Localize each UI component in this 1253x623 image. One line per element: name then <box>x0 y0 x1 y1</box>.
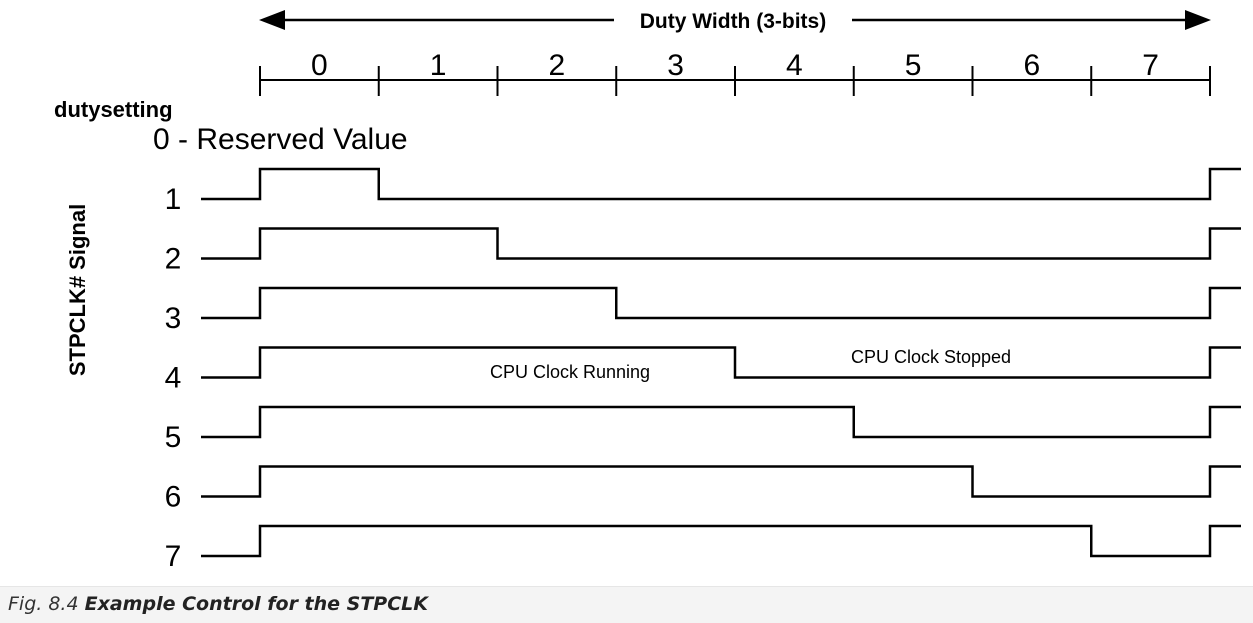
row-label-7: 7 <box>165 540 182 573</box>
column-label-6: 6 <box>1024 49 1041 82</box>
column-label-2: 2 <box>549 49 566 82</box>
reserved-value-label: 0 - Reserved Value <box>153 123 408 156</box>
column-label-0: 0 <box>311 49 328 82</box>
cpu-clock-stopped-label: CPU Clock Stopped <box>851 347 1011 367</box>
figure-number: Fig. 8.4 <box>8 593 79 615</box>
scale-ticks <box>259 66 1211 96</box>
arrow-right-head <box>1185 10 1211 30</box>
stpclk-signal-axis-title: STPCLK# Signal <box>65 204 90 376</box>
waveform-row-7 <box>201 524 1241 558</box>
dutysetting-label: dutysetting <box>54 97 173 122</box>
row-label-2: 2 <box>165 243 182 276</box>
waveforms <box>201 167 1241 558</box>
figure-caption: Fig. 8.4 Example Control for the STPCLK <box>0 586 1253 623</box>
arrow-left-head <box>259 10 285 30</box>
waveform-row-6 <box>201 465 1241 498</box>
column-label-3: 3 <box>667 49 684 82</box>
waveform-row-3 <box>201 286 1241 320</box>
stpclk-timing-diagram: Duty Width (3-bits) 0 1 2 3 4 5 6 7 dutysetting… <box>54 10 1241 573</box>
row-label-4: 4 <box>165 362 182 395</box>
row-labels: 1 2 3 4 5 6 7 <box>165 183 182 573</box>
column-scale: 0 1 2 3 4 5 6 7 <box>259 49 1211 96</box>
duty-width-arrow: Duty Width (3-bits) <box>259 10 1211 33</box>
row-label-6: 6 <box>165 481 182 514</box>
column-label-4: 4 <box>786 49 803 82</box>
row-label-5: 5 <box>165 421 182 454</box>
cpu-clock-running-label: CPU Clock Running <box>490 362 650 382</box>
waveform-row-2 <box>201 227 1241 260</box>
waveform-row-5 <box>201 405 1241 439</box>
waveform-row-1 <box>201 167 1241 201</box>
scale-labels: 0 1 2 3 4 5 6 7 <box>311 49 1159 82</box>
waveform-row-4 <box>201 346 1241 379</box>
duty-width-label: Duty Width (3-bits) <box>640 10 826 33</box>
column-label-7: 7 <box>1142 49 1159 82</box>
row-label-1: 1 <box>165 183 182 216</box>
column-label-5: 5 <box>905 49 922 82</box>
row-label-3: 3 <box>165 302 182 335</box>
figure-title: Example Control for the STPCLK <box>84 593 429 615</box>
column-label-1: 1 <box>430 49 447 82</box>
